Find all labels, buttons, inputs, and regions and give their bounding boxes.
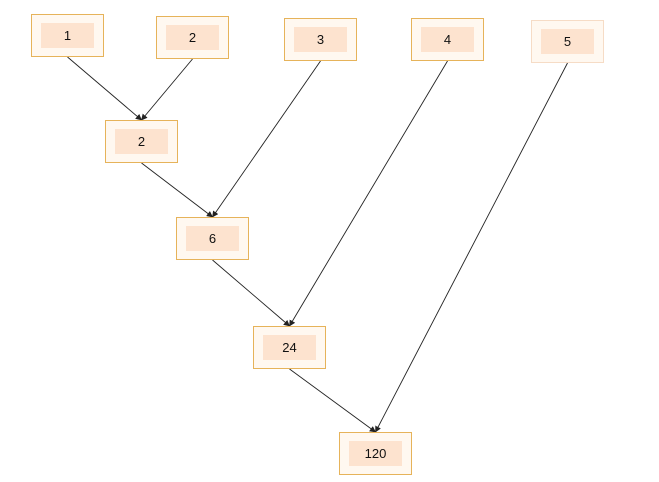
product-node-2[interactable]: 2 [105, 120, 178, 163]
edge-in5-to-p120 [375, 62, 568, 433]
edge-p6-to-p24 [212, 259, 290, 327]
product-node-24[interactable]: 24 [253, 326, 326, 369]
input-node-4[interactable]: 4 [411, 18, 484, 61]
product-node-6[interactable]: 6 [176, 217, 249, 260]
product-node-120[interactable]: 120 [339, 432, 412, 475]
node-label: 24 [263, 335, 316, 360]
node-label: 1 [41, 23, 94, 48]
node-label: 5 [541, 29, 594, 54]
input-node-5[interactable]: 5 [531, 20, 604, 63]
input-node-2[interactable]: 2 [156, 16, 229, 59]
node-label: 120 [349, 441, 402, 466]
input-node-3[interactable]: 3 [284, 18, 357, 61]
input-node-1[interactable]: 1 [31, 14, 104, 57]
edges-group [67, 56, 568, 433]
edge-p2-to-p6 [141, 162, 214, 218]
node-label: 3 [294, 27, 347, 52]
node-label: 2 [115, 129, 168, 154]
node-label: 2 [166, 25, 219, 50]
node-label: 6 [186, 226, 239, 251]
edge-in3-to-p6 [212, 60, 321, 218]
edge-in1-to-p2 [67, 56, 142, 121]
edge-p24-to-p120 [289, 368, 377, 433]
node-label: 4 [421, 27, 474, 52]
edge-in4-to-p24 [289, 60, 448, 327]
edge-in2-to-p2 [141, 58, 193, 121]
